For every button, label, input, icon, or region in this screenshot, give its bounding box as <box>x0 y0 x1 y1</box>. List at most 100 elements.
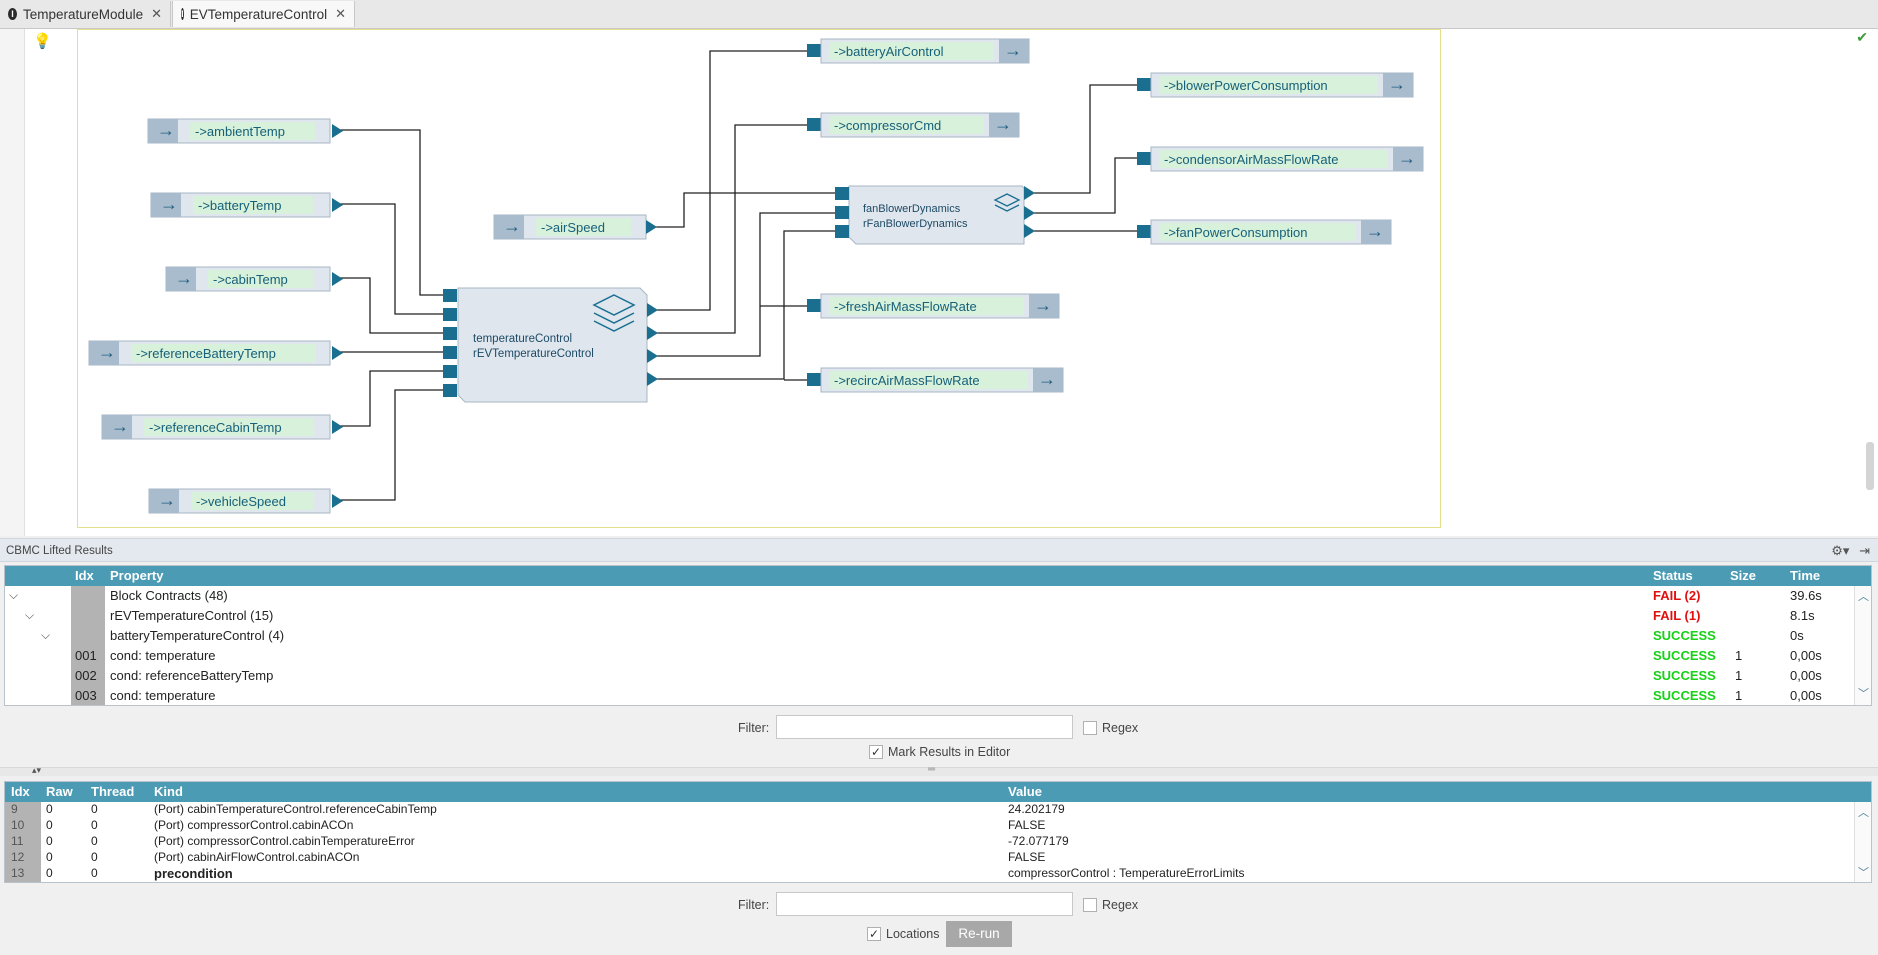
rerun-button[interactable]: Re-run <box>946 921 1012 947</box>
svg-text:→: → <box>158 490 176 510</box>
port-label: ->compressorCmd <box>834 118 941 133</box>
col-property[interactable]: Property <box>110 568 164 583</box>
table-row[interactable]: ⌵ batteryTemperatureControl (4) SUCCESS … <box>5 626 1871 646</box>
col-thread[interactable]: Thread <box>91 784 135 799</box>
col-kind[interactable]: Kind <box>154 784 183 799</box>
port-label: ->ambientTemp <box>195 124 285 139</box>
svg-text:→: → <box>1388 74 1406 94</box>
chevron-down-icon[interactable]: ﹀ <box>1858 688 1869 700</box>
output-port-blower-power-consumption: → ->blowerPowerConsumption <box>1137 72 1414 98</box>
table-row[interactable]: 003 cond: temperature SUCCESS 1 0,00s <box>5 686 1871 705</box>
port-label: ->cabinTemp <box>213 272 288 287</box>
editor-gutter <box>0 29 25 536</box>
chevron-down-icon[interactable]: ⌵ <box>25 608 35 622</box>
col-idx[interactable]: Idx <box>75 568 94 583</box>
chevron-down-icon[interactable]: ﹀ <box>1858 867 1869 879</box>
layers-icon <box>993 193 1021 212</box>
input-port-cabin-temp: → ->cabinTemp <box>165 266 343 292</box>
port-label: ->batteryTemp <box>198 198 281 213</box>
port-label: ->recircAirMassFlowRate <box>834 373 980 388</box>
output-port-recirc-air-mass-flow-rate: → ->recircAirMassFlowRate <box>807 367 1064 393</box>
svg-text:→: → <box>994 114 1012 134</box>
col-status[interactable]: Status <box>1653 568 1693 583</box>
port-label: ->blowerPowerConsumption <box>1164 78 1328 93</box>
chevron-up-icon[interactable]: ︿ <box>1858 591 1869 603</box>
editor-tab-bar: I TemperatureModule ✕ I EVTemperatureCon… <box>0 0 1878 29</box>
table-row[interactable]: 12 0 0 (Port) cabinAirFlowControl.cabinA… <box>5 850 1871 866</box>
svg-text:→: → <box>160 194 178 214</box>
tab-temperature-module[interactable]: I TemperatureModule ✕ <box>0 1 171 27</box>
port-label: ->batteryAirControl <box>834 44 944 59</box>
col-idx[interactable]: Idx <box>11 784 30 799</box>
locations-label: Locations <box>886 927 940 941</box>
minimize-icon[interactable]: ⇥ <box>1859 543 1870 558</box>
input-port-reference-battery-temp: → ->referenceBatteryTemp <box>88 340 343 366</box>
layers-icon <box>592 294 636 332</box>
close-icon[interactable]: ✕ <box>151 6 162 21</box>
editor-scrollbar[interactable] <box>1866 442 1874 490</box>
block-type-name: rFanBlowerDynamics <box>863 218 968 230</box>
close-icon[interactable]: ✕ <box>335 6 346 21</box>
chevron-down-icon[interactable]: ⌵ <box>41 628 51 642</box>
status-badge: SUCCESS <box>1653 648 1716 663</box>
block-diagram: → ->ambientTemp → ->batteryTemp → ->cabi… <box>88 38 1424 514</box>
port-label: ->fanPowerConsumption <box>1164 225 1307 240</box>
output-port-battery-air-control: → ->batteryAirControl <box>807 38 1030 64</box>
input-port-battery-temp: → ->batteryTemp <box>150 192 343 218</box>
output-port-compressor-cmd: → ->compressorCmd <box>807 112 1020 138</box>
results-panel-header: CBMC Lifted Results ⚙▾ ⇥ <box>0 538 1878 562</box>
table-row[interactable]: 13 0 0 precondition compressorControl : … <box>5 866 1871 882</box>
table-row[interactable]: 9 0 0 (Port) cabinTemperatureControl.ref… <box>5 802 1871 818</box>
status-badge: FAIL (2) <box>1653 588 1701 603</box>
port-label: ->airSpeed <box>541 220 605 235</box>
col-value[interactable]: Value <box>1008 784 1042 799</box>
chevron-down-icon[interactable]: ⌵ <box>9 588 19 602</box>
input-port-reference-cabin-temp: → ->referenceCabinTemp <box>101 414 343 440</box>
col-raw[interactable]: Raw <box>46 784 73 799</box>
tab-label: TemperatureModule <box>23 6 144 22</box>
trace-filter-input[interactable] <box>776 892 1073 916</box>
svg-text:→: → <box>1398 148 1416 168</box>
collapse-arrows-icon[interactable]: ▴▾ <box>32 765 42 775</box>
locations-checkbox[interactable]: ✓ <box>867 927 881 941</box>
svg-text:→: → <box>1038 369 1056 389</box>
table-row[interactable]: ⌵ rEVTemperatureControl (15) FAIL (1) 8.… <box>5 606 1871 626</box>
table-row[interactable]: ⌵ Block Contracts (48) FAIL (2) 39.6s <box>5 586 1871 606</box>
col-size[interactable]: Size <box>1730 568 1757 583</box>
svg-text:→: → <box>175 268 193 288</box>
svg-text:→: → <box>111 416 129 436</box>
output-port-fan-power-consumption: → ->fanPowerConsumption <box>1137 219 1392 245</box>
results-table: Idx Property Status Size Time ⌵ Block Co… <box>4 565 1872 706</box>
tab-ev-temperature-control[interactable]: I EVTemperatureControl ✕ <box>172 1 355 27</box>
results-scrollbar[interactable]: ︿ ﹀ <box>1854 586 1871 705</box>
svg-text:→: → <box>98 342 116 362</box>
tab-label: EVTemperatureControl <box>189 6 328 22</box>
trace-table: Idx Raw Thread Kind Value 9 0 0 (Port) c… <box>4 781 1872 883</box>
port-label: ->freshAirMassFlowRate <box>834 299 977 314</box>
port-label: ->referenceBatteryTemp <box>136 346 276 361</box>
table-row[interactable]: 10 0 0 (Port) compressorControl.cabinACO… <box>5 818 1871 834</box>
gear-icon[interactable]: ⚙▾ <box>1831 543 1850 558</box>
input-port-vehicle-speed: → ->vehicleSpeed <box>148 488 343 514</box>
col-time[interactable]: Time <box>1790 568 1821 583</box>
lightbulb-icon[interactable]: 💡 <box>33 33 52 50</box>
results-filter-input[interactable] <box>776 715 1073 739</box>
chevron-up-icon[interactable]: ︿ <box>1858 807 1869 819</box>
svg-text:→: → <box>157 120 175 140</box>
results-panel-title: CBMC Lifted Results <box>6 545 113 557</box>
table-row[interactable]: 001 cond: temperature SUCCESS 1 0,00s <box>5 646 1871 666</box>
svg-text:→: → <box>1004 40 1022 60</box>
svg-text:→: → <box>1034 295 1052 315</box>
drag-handle-icon[interactable]: ═ <box>928 764 936 775</box>
regex-checkbox[interactable] <box>1083 721 1097 735</box>
table-row[interactable]: 11 0 0 (Port) compressorControl.cabinTem… <box>5 834 1871 850</box>
results-table-header: Idx Property Status Size Time <box>5 566 1871 586</box>
regex-checkbox[interactable] <box>1083 898 1097 912</box>
port-label: ->vehicleSpeed <box>196 494 286 509</box>
panel-splitter[interactable]: ▴▾ ═ <box>0 764 1878 776</box>
table-row[interactable]: 002 cond: referenceBatteryTemp SUCCESS 1… <box>5 666 1871 686</box>
mark-results-checkbox[interactable]: ✓ <box>869 745 883 759</box>
trace-scrollbar[interactable]: ︿ ﹀ <box>1854 802 1871 882</box>
block-fan-blower-dynamics: fanBlowerDynamics rFanBlowerDynamics <box>835 185 1035 245</box>
diagram-editor: 💡 ✔ → ->ambientT <box>0 29 1878 536</box>
